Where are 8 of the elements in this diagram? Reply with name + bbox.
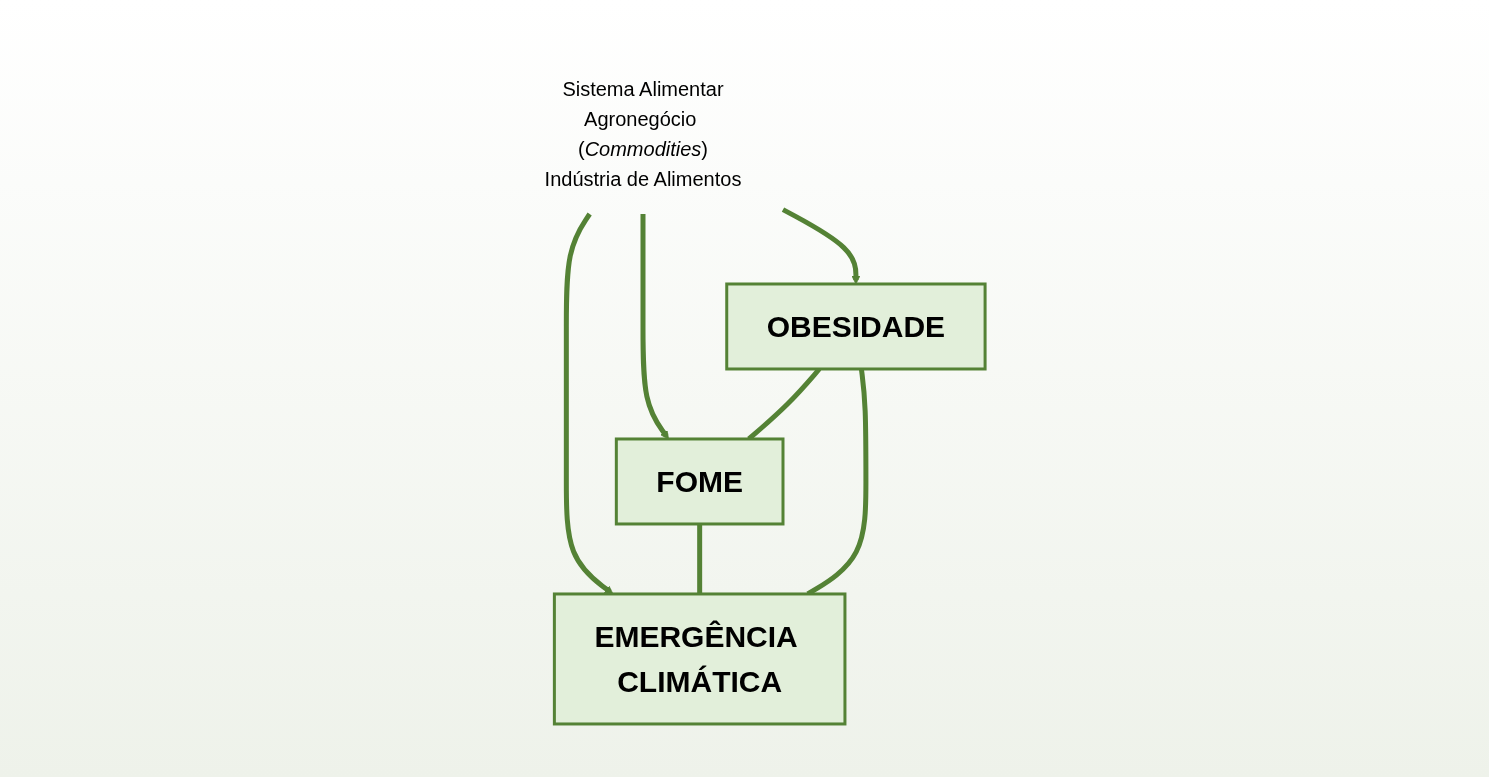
node-text: Sistema Alimentar Agronegócio (Commodities) Indústria de Alimentos [545,77,742,190]
node-box: EMERGÊNCIA CLIMÁTICA [553,592,847,725]
connector [697,523,703,594]
arrow [782,206,861,284]
node-box: FOME [615,437,785,525]
arrow [640,213,670,439]
node-box: OBESIDADE [725,282,988,370]
arrow [564,212,614,594]
